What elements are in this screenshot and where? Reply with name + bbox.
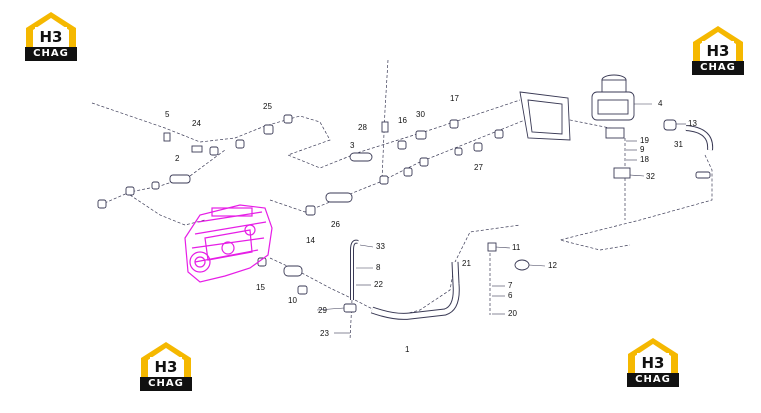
callout-8: 8: [376, 263, 381, 272]
callout-16: 16: [398, 116, 407, 125]
logo-brand-text: CHAG: [140, 377, 192, 391]
callout-26: 26: [331, 220, 340, 229]
logo-mark-text: H3: [702, 41, 734, 61]
callout-13: 13: [688, 119, 697, 128]
callout-29: 29: [318, 306, 327, 315]
callout-32: 32: [646, 172, 655, 181]
logo-bottom-right: H3 CHAG: [625, 336, 681, 388]
callout-23: 23: [320, 329, 329, 338]
logo-mark-text: H3: [35, 27, 67, 47]
callout-25: 25: [263, 102, 272, 111]
callout-31: 31: [674, 140, 683, 149]
callout-20: 20: [508, 309, 517, 318]
parts-line-art: [97, 74, 714, 320]
callout-14: 14: [306, 236, 315, 245]
callout-21: 21: [462, 259, 471, 268]
logo-mark-text: H3: [637, 353, 669, 373]
callout-labels: 1 2 3 4 5 6 7 8 9 10 11 12 13 14 15 16 1…: [165, 94, 697, 354]
callout-15: 15: [256, 283, 265, 292]
engine-illustration: [184, 204, 273, 283]
callout-2: 2: [175, 154, 180, 163]
callout-27: 27: [474, 163, 483, 172]
callout-28: 28: [358, 123, 367, 132]
logo-brand-text: CHAG: [627, 373, 679, 387]
callout-24: 24: [192, 119, 201, 128]
callout-3: 3: [350, 141, 355, 150]
logo-brand-text: CHAG: [25, 47, 77, 61]
callout-11: 11: [512, 243, 521, 252]
callout-leader-lines: [316, 103, 686, 334]
callout-7: 7: [508, 281, 513, 290]
logo-top-right: H3 CHAG: [690, 24, 746, 76]
callout-10: 10: [288, 296, 297, 305]
logo-bottom-left: H3 CHAG: [138, 340, 194, 392]
callout-19: 19: [640, 136, 649, 145]
callout-5: 5: [165, 110, 170, 119]
logo-top-left: H3 CHAG: [23, 10, 79, 62]
logo-brand-text: CHAG: [692, 61, 744, 75]
callout-33: 33: [376, 242, 385, 251]
callout-9: 9: [640, 145, 645, 154]
callout-17: 17: [450, 94, 459, 103]
callout-30: 30: [416, 110, 425, 119]
callout-12: 12: [548, 261, 557, 270]
logo-mark-text: H3: [150, 357, 182, 377]
callout-6: 6: [508, 291, 513, 300]
callout-18: 18: [640, 155, 649, 164]
callout-22: 22: [374, 280, 383, 289]
callout-4: 4: [658, 99, 663, 108]
callout-1: 1: [405, 345, 410, 354]
